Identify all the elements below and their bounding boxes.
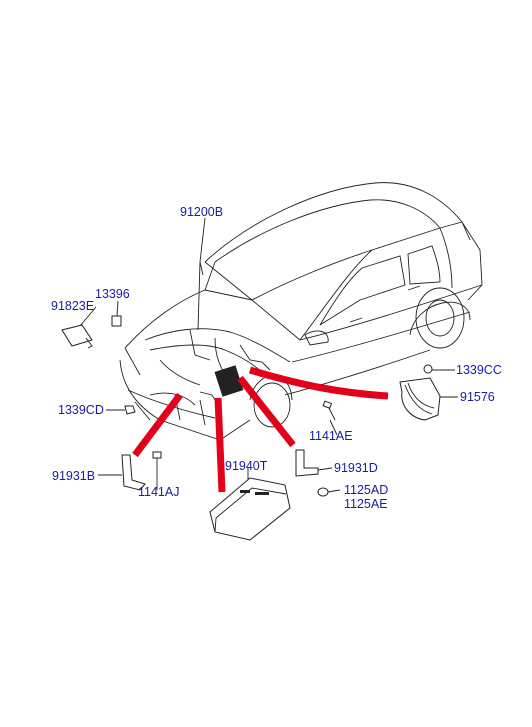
label-91823e: 91823E: [51, 299, 94, 313]
label-1339cd: 1339CD: [58, 403, 104, 417]
nut-1339cc: [423, 364, 433, 374]
bracket-91931b: [121, 454, 146, 491]
label-91200b: 91200B: [180, 205, 223, 219]
connector-91823e: [61, 324, 93, 349]
label-1125ae: 1125AE: [344, 497, 388, 511]
label-91576: 91576: [460, 390, 495, 404]
label-91931b: 91931B: [52, 469, 95, 483]
engine-bay-harness: [144, 328, 291, 406]
label-1339cc: 1339CC: [456, 363, 502, 377]
nut-1339cd: [124, 405, 136, 415]
callout-arrows: [132, 366, 389, 493]
clip-13396: [111, 315, 122, 327]
part-labels: 91200B 91823E 13396 1339CD 1339CC 91576 …: [51, 205, 502, 511]
label-91940t: 91940T: [225, 459, 268, 473]
junction-box: [214, 365, 244, 397]
label-1125ad: 1125AD: [344, 483, 388, 497]
label-1141ae: 1141AE: [309, 429, 353, 443]
cover-91940t: [209, 477, 291, 541]
label-91931d: 91931D: [334, 461, 378, 475]
protector-91576: [399, 377, 441, 421]
leader-lines: [79, 217, 458, 493]
bolt-1141aj: [152, 451, 162, 474]
bolt-1141ae: [322, 400, 336, 421]
label-1141aj: 1141AJ: [138, 485, 179, 499]
bolt-1125ad: [317, 487, 329, 497]
label-13396: 13396: [95, 287, 130, 301]
bracket-91931d: [295, 449, 319, 477]
